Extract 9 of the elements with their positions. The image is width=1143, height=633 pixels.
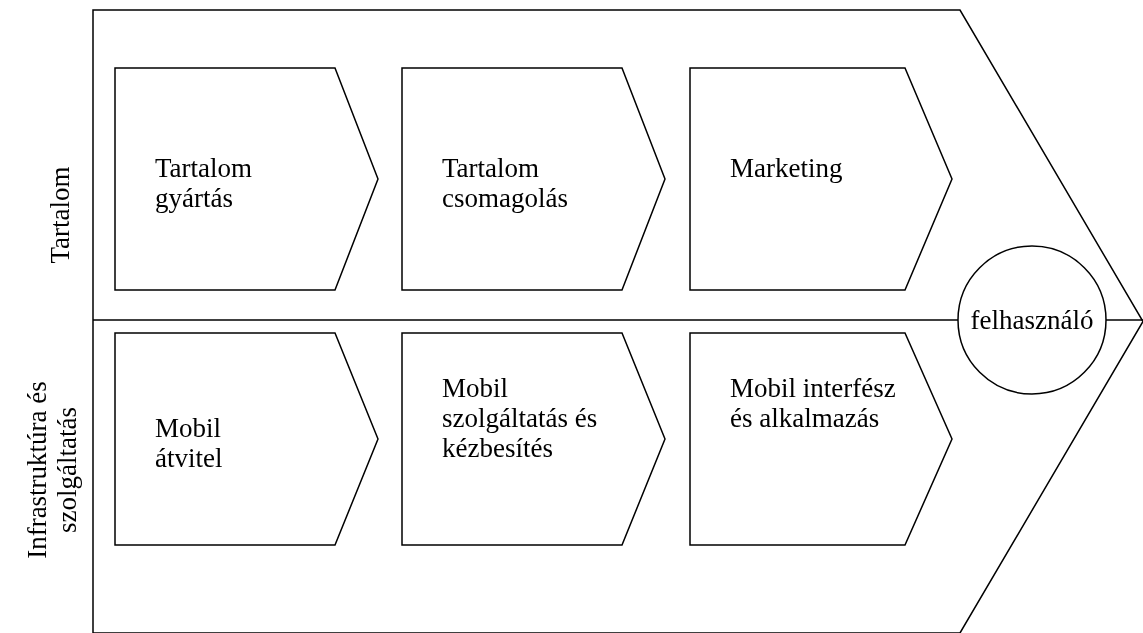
circle-label: felhasználó	[969, 305, 1095, 335]
stage-label: Mobil interfész és alkalmazás	[730, 373, 897, 433]
row-label: Infrastruktúra és szolgáltatás	[22, 380, 82, 561]
stage-label: Marketing	[730, 153, 844, 183]
stage-label: Tartalom gyártás	[155, 153, 254, 213]
row-label: Tartalom	[44, 165, 76, 266]
stage-label: Mobil átvitel	[155, 413, 224, 473]
stage-label: Tartalom csomagolás	[442, 153, 569, 213]
stage-label: Mobil szolgáltatás és kézbesítés	[442, 373, 599, 463]
